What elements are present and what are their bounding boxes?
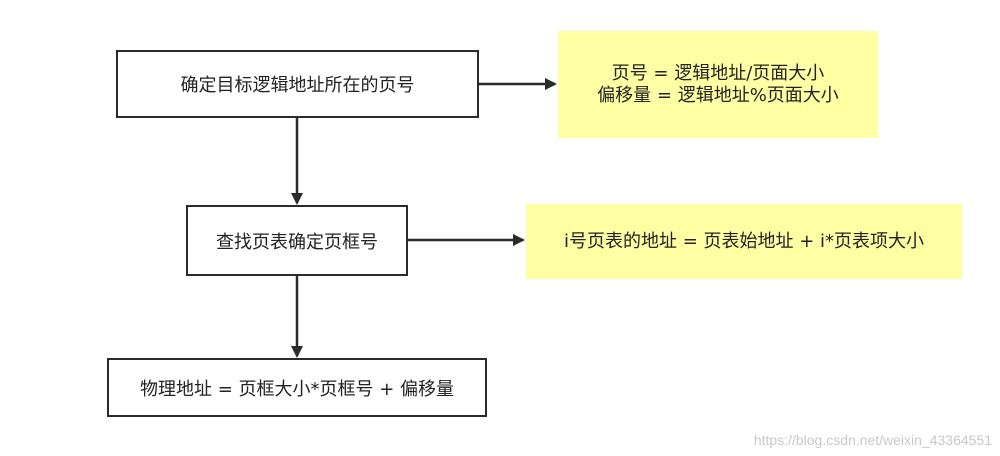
note-page-table-entry-address-label: i号页表的地址 = 页表始地址 + i*页表项大小	[563, 230, 925, 252]
note-offset-line: 偏移量 = 逻辑地址%页面大小	[597, 84, 839, 106]
note-page-table-entry-address: i号页表的地址 = 页表始地址 + i*页表项大小	[526, 204, 962, 279]
step-physical-address-label: 物理地址 = 页框大小*页框号 + 偏移量	[139, 378, 455, 400]
step-physical-address: 物理地址 = 页框大小*页框号 + 偏移量	[107, 358, 487, 417]
step-determine-page-number-label: 确定目标逻辑地址所在的页号	[180, 75, 415, 96]
watermark-url: https://blog.csdn.net/weixin_43364551	[753, 432, 992, 448]
note-page-number-line: 页号 = 逻辑地址/页面大小	[611, 62, 825, 84]
note-page-number-formula: 页号 = 逻辑地址/页面大小 偏移量 = 逻辑地址%页面大小	[558, 31, 878, 138]
step-lookup-page-table: 查找页表确定页框号	[186, 205, 408, 276]
step-lookup-page-table-label: 查找页表确定页框号	[216, 231, 378, 253]
step-determine-page-number: 确定目标逻辑地址所在的页号	[116, 50, 479, 118]
